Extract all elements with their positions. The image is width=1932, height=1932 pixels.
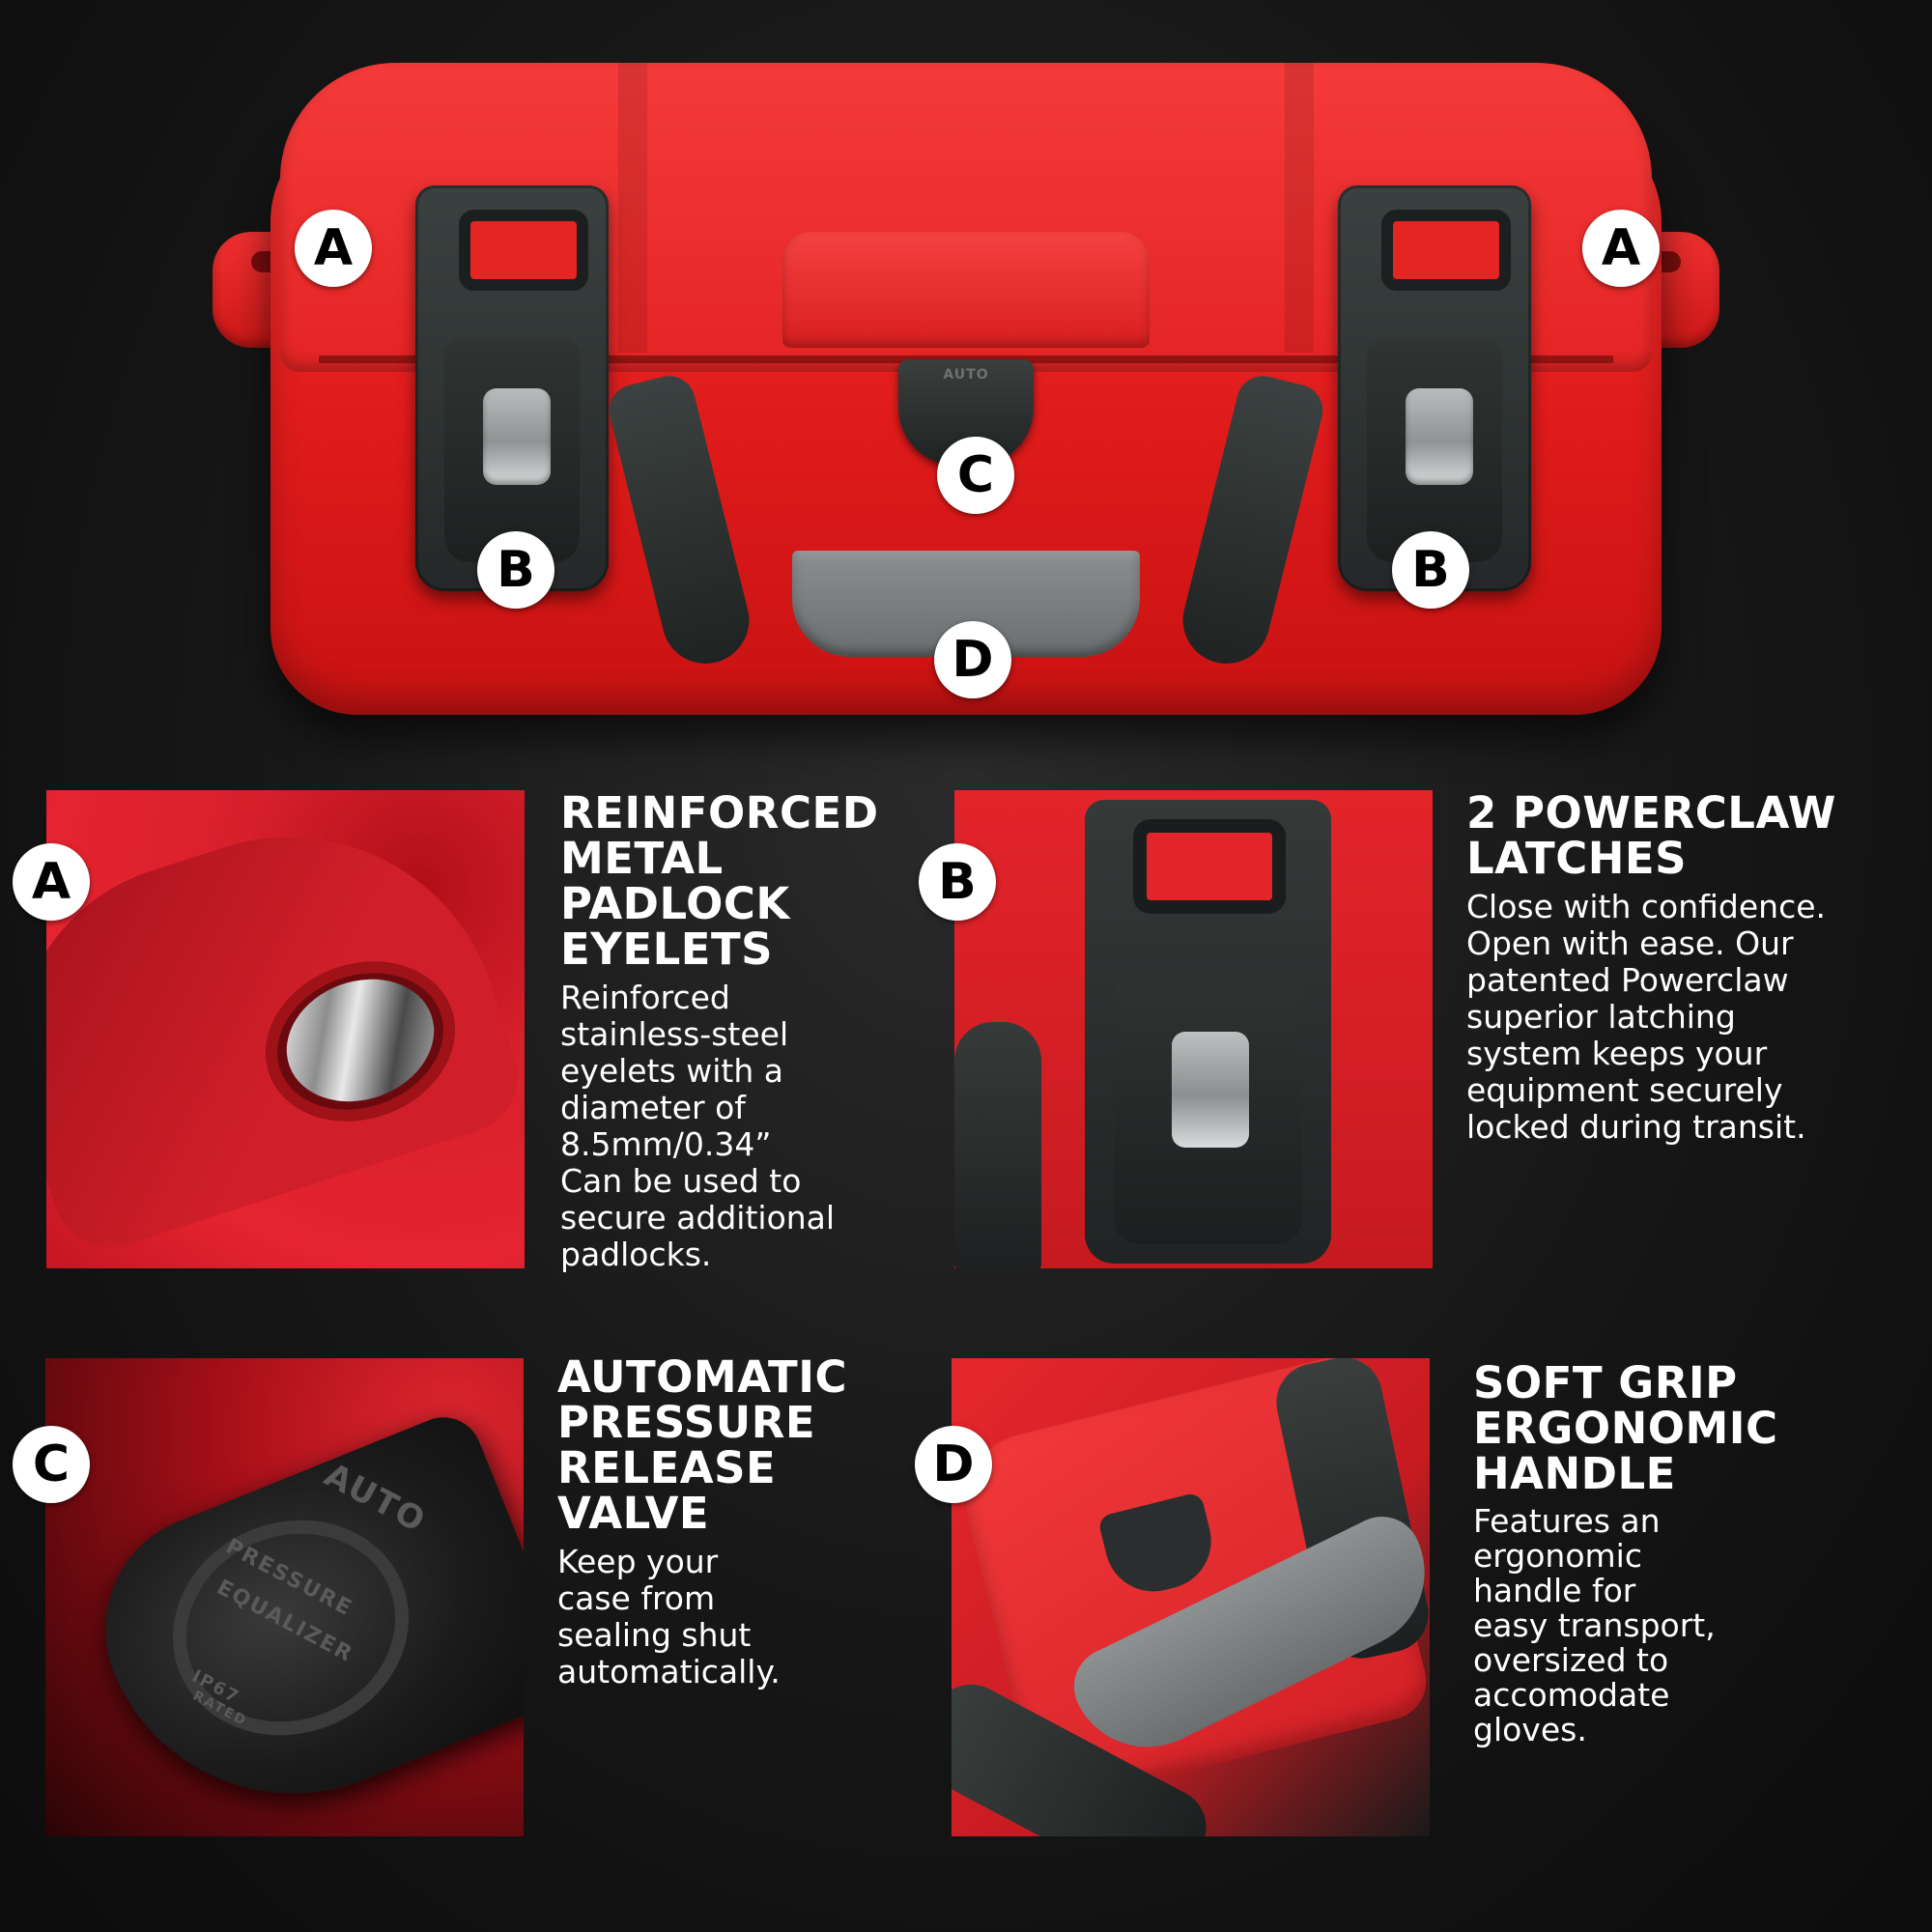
lid-rib-right — [1285, 63, 1314, 353]
lid-handle-block — [782, 232, 1150, 348]
feature-a-title: REINFORCED METAL PADLOCK EYELETS — [560, 787, 879, 975]
latch-lower — [1114, 983, 1302, 1244]
badge-c: C — [937, 437, 1014, 514]
powerclaw-latch — [1085, 800, 1331, 1264]
right-latch — [1338, 185, 1531, 591]
latch-release-button — [483, 388, 551, 485]
feature-badge-b: B — [919, 843, 996, 921]
latch-slot — [1381, 210, 1511, 291]
feature-d-text: SOFT GRIP ERGONOMIC HANDLE Features an e… — [1473, 1360, 1898, 1747]
feature-d-body: Features an ergonomic handle for easy tr… — [1473, 1502, 1716, 1748]
feature-c-title: AUTOMATIC PRESSURE RELEASE VALVE — [557, 1351, 848, 1539]
latch-lower — [1367, 340, 1502, 562]
photo-padlock-eyelet — [46, 790, 525, 1268]
left-latch — [415, 185, 609, 591]
feature-a-body: Reinforced stainless-steel eyelets with … — [560, 979, 836, 1273]
feature-badge-a: A — [13, 843, 90, 921]
feature-d-title: SOFT GRIP ERGONOMIC HANDLE — [1473, 1357, 1778, 1499]
feature-badge-c: C — [13, 1426, 90, 1503]
badge-b-right: B — [1392, 531, 1469, 609]
photo-ergonomic-handle — [952, 1358, 1430, 1836]
badge-a-left: A — [295, 210, 372, 287]
lid-rib-left — [618, 63, 647, 353]
latch-lower — [444, 340, 580, 562]
latch-slot — [1133, 819, 1286, 914]
feature-c-text: AUTOMATIC PRESSURE RELEASE VALVE Keep yo… — [557, 1354, 924, 1690]
hero-case-image: AUTO A A B B C D — [0, 0, 1932, 753]
feature-b-text: 2 POWERCLAW LATCHES Close with confidenc… — [1466, 790, 1920, 1146]
feature-badge-d: D — [915, 1426, 992, 1503]
feature-a-text: REINFORCED METAL PADLOCK EYELETS Reinfor… — [560, 790, 927, 1273]
latch-slot — [459, 210, 588, 291]
photo-powerclaw-latch — [954, 790, 1433, 1268]
badge-a-right: A — [1582, 210, 1660, 287]
feature-b-body: Close with confidence. Open with ease. O… — [1466, 888, 1827, 1146]
feature-c-body: Keep your case from sealing shut automat… — [557, 1543, 781, 1690]
badge-b-left: B — [477, 531, 554, 609]
latch-release-button — [1406, 388, 1473, 485]
badge-d: D — [934, 621, 1011, 698]
feature-b-title: 2 POWERCLAW LATCHES — [1466, 787, 1836, 884]
handle-arm — [954, 1022, 1041, 1268]
photo-pressure-valve: AUTO PRESSURE EQUALIZER IP67 RATED — [45, 1358, 524, 1836]
valve-label: AUTO — [943, 367, 989, 383]
latch-release-button — [1172, 1032, 1249, 1148]
